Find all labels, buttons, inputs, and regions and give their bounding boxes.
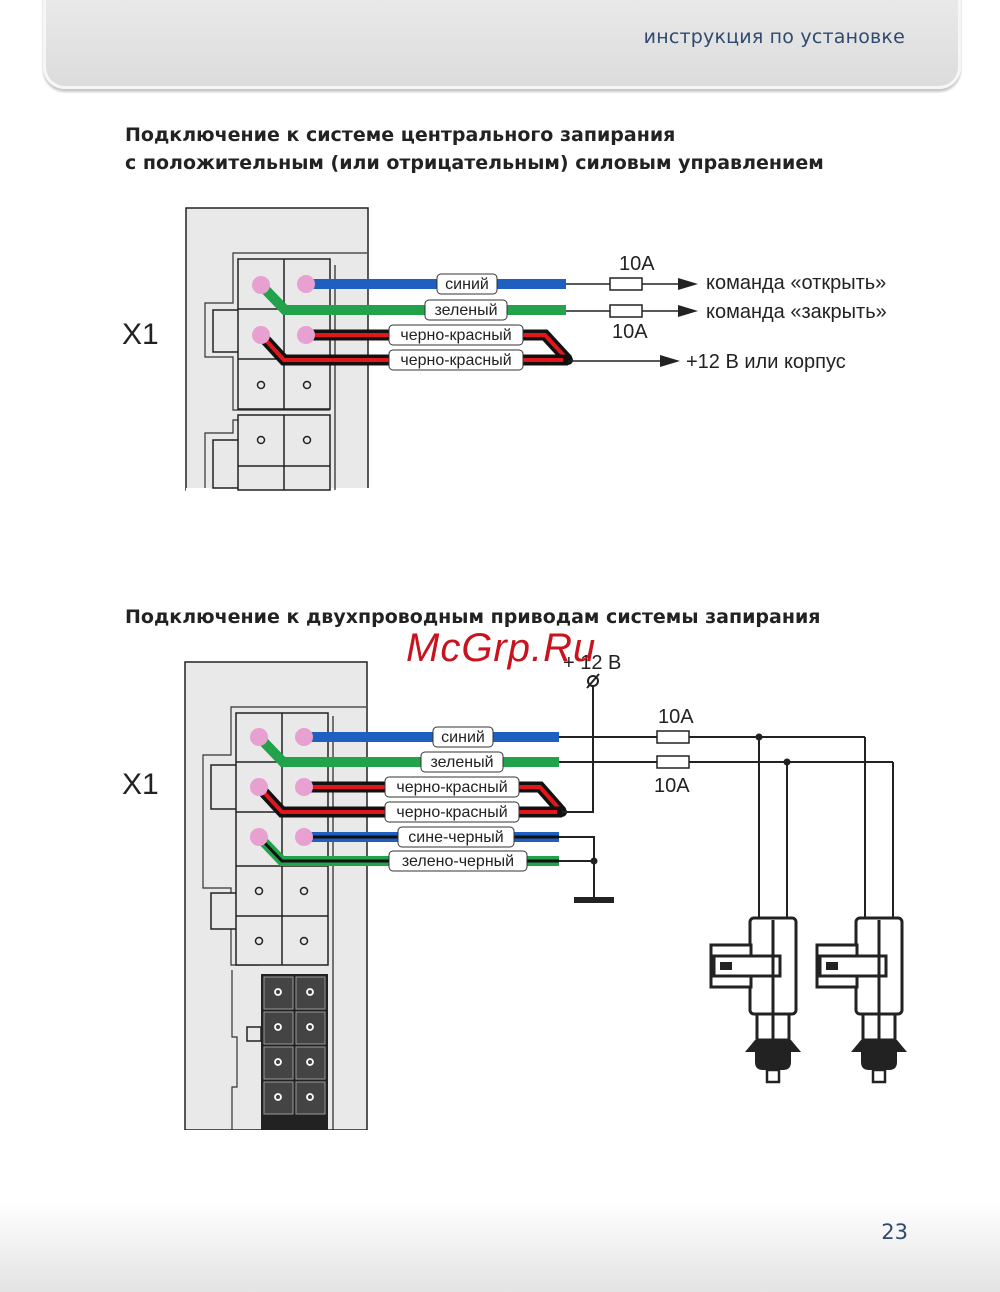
footer-band [0, 1200, 1000, 1292]
schematic-lines [559, 686, 894, 920]
wire-black-red-1 [306, 329, 573, 364]
wire-label-green: зеленый [420, 751, 504, 773]
wire-label-green-black: зелено-черный [388, 850, 528, 872]
junction-dot [590, 857, 598, 865]
supply-terminal-icon [586, 673, 600, 689]
fuse-icon [609, 277, 643, 291]
fuse-icon [656, 755, 690, 769]
output-open-command: команда «открыть» [706, 272, 886, 294]
fuse-bottom-rating: 10А [612, 321, 648, 343]
fuse-icon [656, 730, 690, 744]
header-band [43, 0, 961, 89]
junction-dot [755, 733, 763, 741]
wire-label-text: черно-красный [400, 327, 511, 344]
wire-label-text: черно-красный [396, 779, 507, 796]
door-lock-actuator-icon [709, 916, 801, 1084]
diagram1: X1 [122, 207, 887, 496]
section1-title-line2: с положительным (или отрицательным) сило… [125, 152, 824, 174]
section2-title: Подключение к двухпроводным приводам сис… [125, 606, 821, 628]
wire-label-text: зелено-черный [402, 853, 514, 870]
wire-label-text: черно-красный [400, 352, 511, 369]
fuse-icon [609, 304, 643, 318]
wire-label-text: черно-красный [396, 804, 507, 821]
wire-label-blue: синий [436, 273, 498, 295]
junction-dot [783, 758, 791, 766]
supply-label: + 12 В [563, 652, 621, 674]
wire-label-black-red-2: черно-красный [388, 349, 524, 371]
wire-label-black-red-1: черно-красный [388, 324, 524, 346]
wire-label-text: синий [441, 729, 485, 746]
output-power-or-ground: +12 В или корпус [686, 351, 846, 373]
fuse-bottom-rating: 10А [654, 775, 690, 797]
wire-label-text: синий [445, 276, 489, 293]
fuse-top-rating: 10А [658, 706, 694, 728]
header-title: инструкция по установке [643, 26, 905, 48]
section1-title-line1: Подключение к системе центрального запир… [125, 124, 676, 146]
connector-x1-label: X1 [122, 318, 159, 351]
wire-label-black-red-1: черно-красный [384, 776, 520, 798]
wire-label-blue: синий [432, 726, 494, 748]
output-lines [566, 277, 698, 367]
door-lock-actuator-icon [815, 916, 907, 1084]
output-close-command: команда «закрыть» [706, 301, 887, 323]
connector-x1-label: X1 [122, 768, 159, 801]
page-number: 23 [881, 1220, 908, 1244]
pin-dots [252, 275, 315, 344]
watermark: McGrp.Ru [406, 626, 597, 670]
wire-label-blue-black: сине-черный [397, 826, 515, 848]
wire-black-red-1 [304, 781, 567, 816]
ground-icon [574, 897, 614, 903]
pin-dots [250, 728, 313, 846]
wire-label-text: зеленый [434, 302, 497, 319]
wire-label-black-red-2: черно-красный [384, 801, 520, 823]
wire-label-green: зеленый [424, 299, 508, 321]
wire-label-text: зеленый [430, 754, 493, 771]
arrow-icon [678, 305, 698, 317]
junction-dot [563, 355, 573, 365]
wire-label-text: сине-черный [408, 829, 503, 846]
fuse-top-rating: 10А [619, 253, 655, 275]
arrow-icon [678, 278, 698, 290]
arrow-icon [660, 355, 680, 367]
diagram2: X1 [122, 652, 907, 1138]
connector-x1 [184, 661, 374, 1138]
